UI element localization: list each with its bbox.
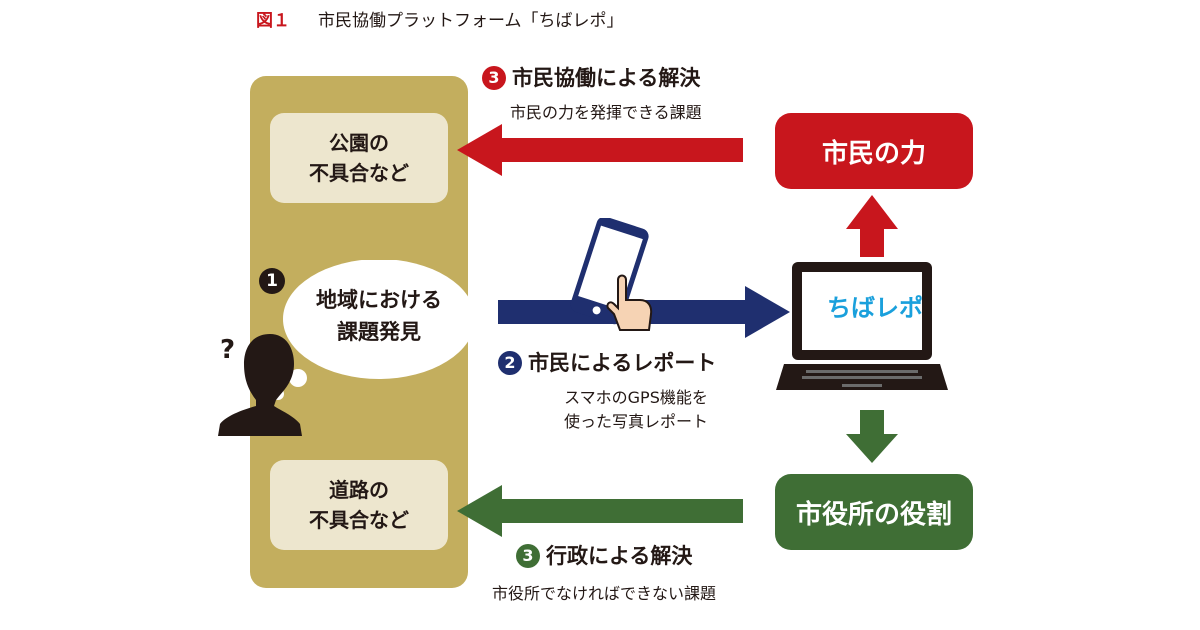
- city-hall-role-box: 市役所の役割: [775, 474, 973, 550]
- park-issue-line1: 公園の: [329, 131, 389, 155]
- citizen-silhouette-icon: ?: [218, 334, 302, 436]
- step-1-badge: 1: [259, 268, 285, 294]
- step-3-gov-badge: 3: [516, 544, 540, 568]
- road-issue-line2: 不具合など: [309, 508, 409, 532]
- citizen-report-sub: スマホのGPS機能を 使った写真レポート: [536, 386, 736, 434]
- road-issue-box: 道路の 不具合など: [270, 460, 448, 550]
- platform-name: ちばレポ: [827, 294, 923, 322]
- smartphone-icon: [570, 218, 653, 331]
- down-arrow-to-city: [846, 410, 898, 463]
- discovery-line2: 課題発見: [337, 320, 421, 344]
- park-issue-line2: 不具合など: [309, 161, 409, 185]
- discovery-line1: 地域における: [316, 288, 442, 312]
- government-sub: 市役所でなければできない課題: [492, 584, 717, 603]
- road-issue-line1: 道路の: [329, 478, 389, 502]
- laptop-icon: [776, 262, 948, 390]
- discovery-text: 地域における 課題発見: [290, 284, 468, 348]
- government-solve-arrow: [457, 485, 743, 537]
- figure-title: 市民協働プラットフォーム「ちばレポ」: [318, 11, 624, 31]
- citizen-power-box: 市民の力: [775, 113, 973, 189]
- government-title: 行政による解決: [546, 544, 693, 568]
- report-sub-line2: 使った写真レポート: [563, 412, 708, 431]
- figure-label: 図１: [256, 11, 290, 31]
- citizen-solve-arrow: [457, 124, 743, 176]
- step-3-badge: 3: [482, 66, 506, 90]
- citizen-collaboration-sub: 市民の力を発揮できる課題: [510, 103, 702, 122]
- citizen-collaboration-title: 市民協働による解決: [512, 66, 701, 90]
- park-issue-box: 公園の 不具合など: [270, 113, 448, 203]
- svg-text:?: ?: [220, 335, 235, 365]
- step-2-badge: 2: [498, 351, 522, 375]
- up-arrow-to-citizen: [846, 195, 898, 257]
- citizen-report-title: 市民によるレポート: [528, 351, 717, 375]
- report-sub-line1: スマホのGPS機能を: [564, 388, 708, 407]
